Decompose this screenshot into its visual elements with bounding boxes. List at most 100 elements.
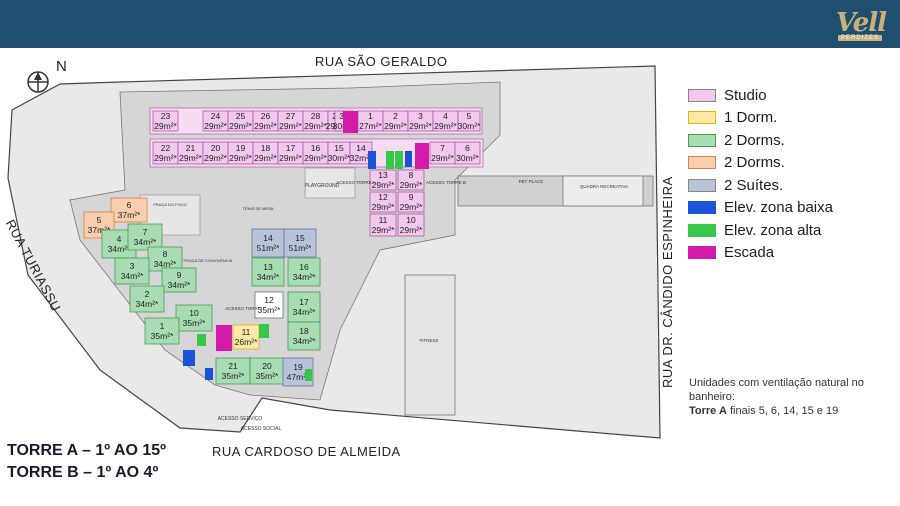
legend-label: 2 Dorms. xyxy=(724,131,785,149)
unit-area: 29m²* xyxy=(400,202,423,212)
unit-number: 20 xyxy=(211,143,221,153)
unit-number: 9 xyxy=(177,270,182,280)
stair-torre-a xyxy=(216,325,232,351)
fitness-area xyxy=(404,274,456,416)
plan-label-pet-place: PET PLACE xyxy=(519,179,544,184)
elev-high-a-2 xyxy=(259,324,269,338)
unit-number: 21 xyxy=(228,361,238,371)
plan-label-acesso-torre-a: ACESSO TORRE A xyxy=(336,180,376,185)
legend-item: 1 Dorm. xyxy=(688,107,833,130)
unit-area: 29m²* xyxy=(372,225,395,235)
unit-area: 29m²* xyxy=(254,121,277,131)
unit-number: 14 xyxy=(356,143,366,153)
unit-shape xyxy=(232,324,260,350)
unit-number: 16 xyxy=(311,143,321,153)
unit-number: 28 xyxy=(311,111,321,121)
unit-area: 29m²* xyxy=(204,121,227,131)
unit-number: 12 xyxy=(264,295,274,305)
unit-area: 29m²* xyxy=(400,180,423,190)
unit-shape xyxy=(144,317,180,345)
legend-swatch xyxy=(688,223,716,237)
unit-area: 29m²* xyxy=(254,153,277,163)
unit-number: 4 xyxy=(117,234,122,244)
elev-high-a-3 xyxy=(305,369,312,381)
elev-high-b-2 xyxy=(395,151,403,169)
unit-area: 37m²* xyxy=(118,210,141,220)
unit-shape xyxy=(129,285,165,313)
unit-area: 29m²* xyxy=(279,153,302,163)
unit-area: 34m²* xyxy=(168,280,191,290)
plan-label-playground: PLAYGROUND xyxy=(305,183,340,189)
unit-area: 30m²* xyxy=(458,121,481,131)
plan-label-acesso-torre-mid: ACESSO TORRE xyxy=(225,306,261,311)
unit-area: 34m²* xyxy=(154,259,177,269)
unit-shape xyxy=(161,267,197,293)
unit-number: 2 xyxy=(145,289,150,299)
legend-label: Elev. zona alta xyxy=(724,221,822,239)
unit-number: 13 xyxy=(263,262,273,272)
unit-shape xyxy=(369,191,397,213)
brand-logo: Vell PERDIZES xyxy=(800,4,890,44)
unit-number: 10 xyxy=(406,215,416,225)
street-south: RUA CARDOSO DE ALMEIDA xyxy=(212,444,401,459)
stair-torre-b-2 xyxy=(415,143,429,169)
unit-area: 30m²* xyxy=(328,153,351,163)
unit-area: 34m²* xyxy=(293,307,316,317)
unit-number: 8 xyxy=(409,170,414,180)
unit-number: 27 xyxy=(286,111,296,121)
unit-area: 29m²* xyxy=(154,121,177,131)
unit-area: 29m²* xyxy=(434,121,457,131)
tower-floors: TORRE A – 1º AO 15º TORRE B – 1º AO 4º xyxy=(7,440,166,484)
unit-area: 29m²* xyxy=(304,153,327,163)
plan-label-tenis-mesa: TÊNIS DE MESA xyxy=(243,206,274,211)
unit-area: 29m²* xyxy=(431,153,454,163)
brand-name: Vell xyxy=(835,8,887,38)
tower-b-floors: TORRE B – 1º AO 4º xyxy=(7,464,159,481)
unit-area: 29m²* xyxy=(229,121,252,131)
unit-area: 34m²* xyxy=(257,272,280,282)
elev-high-a-1 xyxy=(197,334,206,346)
legend-label: 2 Dorms. xyxy=(724,154,785,172)
unit-number: 25 xyxy=(236,111,246,121)
unit-shape xyxy=(397,191,425,213)
unit-shape xyxy=(369,169,397,191)
unit-number: 24 xyxy=(211,111,221,121)
unit-number: 19 xyxy=(236,143,246,153)
unit-area: 35m²* xyxy=(222,371,245,381)
unit-number: 19 xyxy=(293,362,303,372)
unit-number: 12 xyxy=(378,192,388,202)
legend-item: 2 Suítes. xyxy=(688,174,833,197)
unit-shape xyxy=(454,141,481,165)
plan-label-acesso-servico: ACESSO SERVIÇO xyxy=(218,416,263,422)
elev-low-b-2 xyxy=(405,151,412,167)
unit-shape xyxy=(215,357,251,385)
legend-label: 2 Suítes. xyxy=(724,176,784,194)
plan-label-fitness: FITNESS xyxy=(419,338,438,343)
unit-area: 35m²* xyxy=(151,331,174,341)
unit-shape xyxy=(114,257,150,285)
legend-item: Escada xyxy=(688,242,833,265)
legend-swatch xyxy=(688,111,716,125)
unit-shape xyxy=(369,213,397,237)
unit-area: 51m²* xyxy=(289,243,312,253)
unit-shape xyxy=(457,110,481,132)
plan-label-praca-convivencia: PRAÇA DE CONVIVÊNCIA xyxy=(184,258,233,263)
